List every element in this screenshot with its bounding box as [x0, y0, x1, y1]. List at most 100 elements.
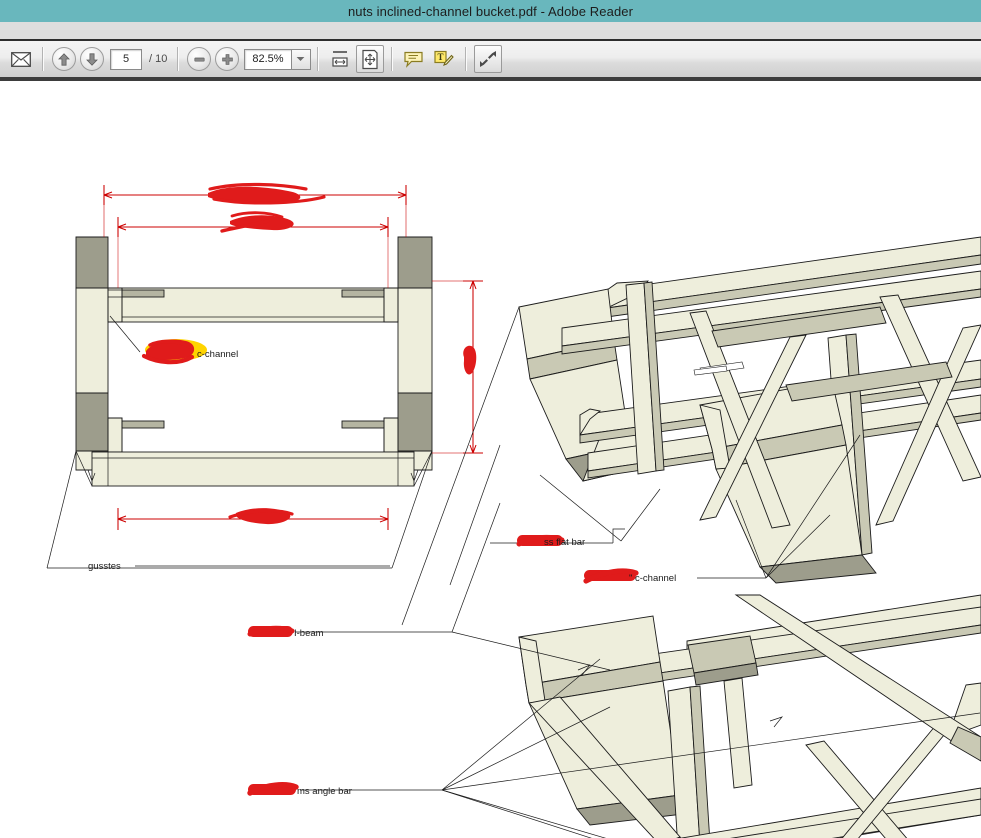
lower-leader-4 [441, 789, 607, 838]
dim-right-redaction [463, 345, 477, 375]
page-number-input[interactable]: 5 [110, 48, 142, 70]
bottom-rail [91, 451, 415, 487]
c-channel-leader-line [109, 315, 141, 353]
flat-bar-leader-jog [612, 528, 625, 543]
toolbar-separator-4 [390, 47, 393, 71]
left-post-bottom-cap [75, 392, 109, 452]
c-channel-iso-annotation: " c-channel [583, 568, 676, 584]
upper-right-nose-base [759, 554, 877, 584]
lower-bottom-rail-2 [729, 798, 981, 838]
ms-angle-bar-annotation: ms angle bar [247, 782, 352, 797]
upper-post-1-side [643, 281, 665, 472]
fit-page-icon [361, 49, 378, 69]
isometric-view-lower [300, 594, 981, 838]
dimension-bottom [117, 508, 389, 530]
bottom-rail-end-lines [107, 452, 399, 486]
previous-page-button[interactable] [52, 47, 76, 71]
lower-arrow-2 [769, 716, 784, 728]
upper-leader-cchannel [735, 434, 861, 579]
lower-leader-5 [441, 789, 592, 838]
upper-right-channel-web [383, 287, 399, 323]
envelope-icon [11, 51, 31, 67]
toolbar-group-zoom: 82.5% [185, 47, 311, 71]
upper-slot-2 [693, 365, 728, 376]
lower-brace-1 [805, 740, 908, 838]
lower-left-channel-web [107, 417, 123, 453]
gusset-label: gusstes [88, 561, 121, 572]
ms-angle-bar-label: ms angle bar [297, 786, 352, 797]
highlight-text-button[interactable]: T [430, 45, 458, 73]
left-gusset-arrow [87, 469, 96, 482]
c-channel-redaction-stroke-2 [148, 339, 191, 349]
sticky-note-button[interactable] [400, 45, 428, 73]
svg-text:T: T [438, 52, 444, 62]
lower-leader-2 [441, 706, 611, 791]
right-post-bottom-cap [397, 392, 433, 452]
plus-icon [222, 53, 233, 65]
i-beam-annotation: I-beam [247, 502, 611, 671]
i-beam-leader-to-plan [451, 502, 501, 633]
window-title: nuts inclined-channel bucket.pdf - Adobe… [347, 3, 634, 19]
upper-mid-rail-face [561, 270, 981, 347]
lower-leader-3 [441, 712, 981, 791]
attach-email-button[interactable] [7, 45, 35, 73]
speech-bubble-icon [404, 51, 423, 68]
chevron-down-icon [296, 57, 305, 61]
pdf-page-canvas[interactable]: .mfill { fill:#eeeedc; stroke:#1c1c1c; s… [0, 85, 981, 838]
lower-leader-1 [441, 658, 601, 791]
lower-post-1-side [689, 685, 711, 838]
upper-brace-3 [875, 324, 981, 526]
right-post-top-cap [397, 236, 433, 289]
read-mode-button[interactable] [473, 45, 502, 73]
zoom-dropdown-button[interactable] [291, 48, 311, 70]
zoom-level-input[interactable]: 82.5% [244, 48, 292, 70]
right-gusset-edge [413, 450, 433, 487]
dimension-top-inner [117, 211, 389, 288]
c-channel-plan-label: c-channel [197, 349, 238, 360]
dim-top-outer-redaction [208, 186, 301, 204]
arrow-up-icon [58, 52, 70, 66]
window-title-bar: nuts inclined-channel bucket.pdf - Adobe… [0, 0, 981, 22]
page-count-label: / 10 [149, 53, 168, 65]
text-highlight-icon: T [434, 50, 454, 66]
toolbar-group-readmode [473, 45, 503, 73]
ss-flat-bar-annotation: ss flat bar [516, 534, 585, 548]
zoom-in-button[interactable] [215, 47, 240, 71]
left-gusset-edge [75, 450, 93, 487]
lower-left-flat-tab [121, 420, 165, 429]
i-beam-leader-to-model [451, 631, 611, 671]
toolbar-group-view [325, 45, 385, 73]
fit-page-button[interactable] [355, 45, 384, 73]
next-page-button[interactable] [80, 47, 104, 71]
upper-mid-rail-edge [561, 288, 981, 355]
toolbar-separator-3 [316, 47, 319, 71]
toolbar-separator-1 [42, 47, 44, 71]
upper-left-channel-web [107, 287, 123, 323]
left-skirt-line [46, 450, 77, 569]
dimension-top-outer [103, 182, 407, 237]
right-post-mid [397, 287, 433, 394]
expand-arrows-icon [479, 51, 496, 67]
lower-bracket-shadow [693, 662, 759, 686]
ss-flat-bar-label: ss flat bar [544, 537, 585, 548]
zoom-out-button[interactable] [187, 47, 212, 71]
toolbar-separator-5 [464, 47, 467, 71]
upper-right-nose-left-wall [699, 404, 731, 470]
upper-left-channel-detail [108, 289, 122, 298]
c-channel-iso-label: " c-channel [629, 573, 676, 584]
upper-view-ibeam-leader-long [401, 306, 520, 626]
arrow-down-icon [86, 52, 98, 66]
upper-deck-cross-2 [785, 361, 953, 402]
right-gusset-arrow [410, 469, 419, 482]
toolbar: 5 / 10 82.5% [0, 41, 981, 81]
toolbar-group-navigation: 5 / 10 [50, 47, 171, 71]
fit-width-button[interactable] [326, 45, 354, 73]
lower-right-channel-web [383, 417, 399, 453]
pdf-page-drawing: .mfill { fill:#eeeedc; stroke:#1c1c1c; s… [0, 85, 981, 838]
menu-bar[interactable] [0, 22, 981, 41]
left-post-top-cap [75, 236, 109, 289]
toolbar-group-comment: T [399, 45, 459, 73]
toolbar-separator-2 [177, 47, 180, 71]
upper-brace-4 [699, 334, 807, 521]
